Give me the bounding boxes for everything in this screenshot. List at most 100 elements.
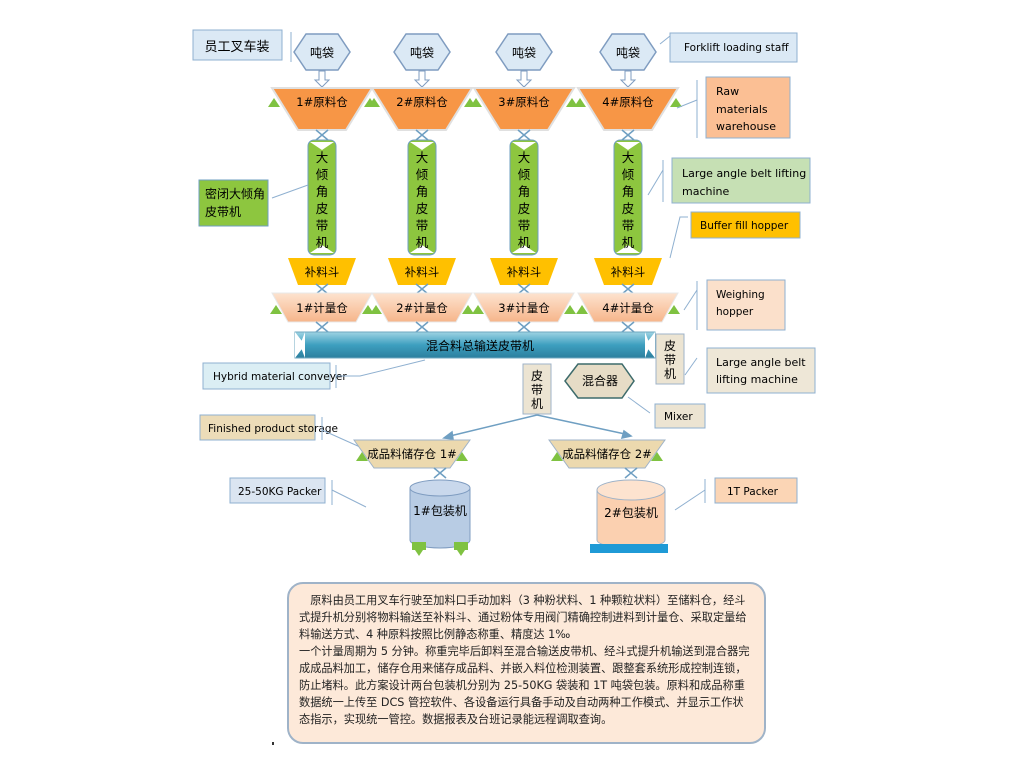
svg-text:Raw: Raw — [716, 85, 739, 98]
finished-storage-bin-1: 成品料储存仓 1# — [353, 439, 471, 479]
down-arrow-icon — [515, 70, 533, 88]
buffer-hopper — [288, 258, 356, 285]
valve-icon — [621, 321, 635, 333]
belt-cn-label: 密闭大倾角 皮带机 — [198, 179, 309, 227]
support-icon — [576, 305, 588, 314]
belt-char: 机 — [316, 235, 329, 250]
svg-text:Hybrid material conveyer: Hybrid material conveyer — [213, 371, 347, 383]
buffer-hopper-label: 补料斗 — [405, 265, 440, 279]
belt-char: 倾 — [622, 167, 635, 182]
svg-text:带: 带 — [531, 383, 543, 397]
belt-char: 带 — [518, 218, 531, 233]
support-icon — [368, 98, 380, 107]
belt-char: 大 — [518, 150, 531, 165]
svg-text:机: 机 — [664, 367, 676, 381]
belt-char: 角 — [622, 184, 635, 199]
support-icon — [356, 452, 368, 461]
buffer-hopper — [490, 258, 558, 285]
storage-bin-label: 成品料储存仓 2# — [562, 447, 652, 461]
storage-label: Finished product storage — [199, 414, 361, 448]
staff-en-label: Forklift loading staff — [659, 32, 798, 63]
support-icon — [551, 452, 563, 461]
storage-bin — [548, 439, 666, 469]
raw-bin-label: 2#原料仓 — [396, 95, 448, 109]
buffer-hopper-label: 补料斗 — [611, 265, 646, 279]
valve-icon — [415, 283, 429, 295]
raw-material-bin — [472, 87, 576, 131]
belt-char: 倾 — [518, 167, 531, 182]
svg-text:皮: 皮 — [664, 339, 676, 353]
ton-bag — [599, 33, 657, 71]
belt-char: 皮 — [518, 201, 531, 216]
svg-text:1#包装机: 1#包装机 — [413, 504, 467, 518]
description-paragraph-2: 一个计量周期为 5 分钟。称重完毕后卸料至混合输送皮带机、经斗式提升机输送到混合… — [299, 645, 750, 726]
buffer-hopper — [594, 258, 662, 285]
valve-icon — [517, 321, 531, 333]
belt-char: 倾 — [416, 167, 429, 182]
packer-2: 2#包装机 — [590, 479, 668, 553]
raw-bin-label: 1#原料仓 — [296, 95, 348, 109]
svg-text:Large angle belt: Large angle belt — [716, 356, 806, 369]
svg-text:混合料总输送皮带机: 混合料总输送皮带机 — [426, 338, 534, 353]
raw-material-bin — [370, 87, 474, 131]
hybrid-conveyor-label: Hybrid material conveyer — [202, 359, 426, 390]
belt-char: 机 — [622, 235, 635, 250]
svg-text:2#包装机: 2#包装机 — [604, 506, 658, 520]
raw-materials-label: Raw materials warehouse — [676, 76, 791, 139]
weighing-hopper — [371, 292, 473, 323]
belt-char: 角 — [416, 184, 429, 199]
svg-text:皮带机: 皮带机 — [205, 205, 241, 219]
support-icon — [370, 305, 382, 314]
svg-text:warehouse: warehouse — [716, 120, 776, 133]
lift-en-label: Large angle belt lifting machine — [684, 347, 816, 394]
right-belt-lifter: 皮 带 机 — [655, 333, 685, 385]
weighing-en-label: Weighing hopper — [683, 279, 786, 331]
description-paragraph-1: 原料由员工用叉车行驶至加料口手动加料（3 种粉状料、1 种颗粒状料）至储料仓，经… — [299, 594, 747, 641]
support-icon — [670, 98, 682, 107]
packer-1-label: 25-50KG Packer — [229, 477, 367, 508]
stray-mark — [272, 742, 274, 745]
belt-char: 机 — [416, 235, 429, 250]
ton-bag-label: 吨袋 — [410, 46, 434, 60]
support-icon — [564, 305, 576, 314]
valve-icon — [517, 129, 531, 141]
ton-bag-label: 吨袋 — [512, 46, 536, 60]
belt-char: 皮 — [622, 201, 635, 216]
svg-text:Forklift loading staff: Forklift loading staff — [684, 42, 789, 54]
valve-icon — [315, 283, 329, 295]
ton-bag-label: 吨袋 — [616, 46, 640, 60]
support-icon — [268, 98, 280, 107]
ton-bag — [293, 33, 351, 71]
svg-text:25-50KG Packer: 25-50KG Packer — [238, 486, 322, 498]
support-icon — [668, 305, 680, 314]
weighing-hopper-label: 4#计量仓 — [602, 301, 654, 315]
valve-icon — [315, 321, 329, 333]
svg-text:hopper: hopper — [716, 306, 754, 318]
valve-icon — [621, 129, 635, 141]
svg-text:Buffer fill hopper: Buffer fill hopper — [700, 220, 789, 232]
belt-lifter — [613, 139, 643, 256]
valve-icon — [621, 283, 635, 295]
buffer-en-label: Buffer fill hopper — [669, 211, 801, 259]
storage-bin-label: 成品料储存仓 1# — [367, 447, 457, 461]
belt-char: 皮 — [316, 201, 329, 216]
valve-icon — [415, 129, 429, 141]
ton-bag — [495, 33, 553, 71]
belt-char: 角 — [518, 184, 531, 199]
svg-text:Mixer: Mixer — [664, 411, 693, 423]
valve-icon — [415, 321, 429, 333]
middle-belt-lifter: 皮 带 机 — [522, 363, 552, 415]
mixer: 混合器 — [564, 363, 635, 399]
svg-text:machine: machine — [682, 185, 730, 198]
svg-text:Large angle belt lifting: Large angle belt lifting — [682, 167, 806, 180]
belt-lifter — [509, 139, 539, 256]
raw-material-bin — [270, 87, 374, 131]
svg-text:机: 机 — [531, 397, 543, 411]
weighing-hopper — [577, 292, 679, 323]
belt-char: 皮 — [416, 201, 429, 216]
support-icon — [574, 98, 586, 107]
belt-char: 大 — [416, 150, 429, 165]
